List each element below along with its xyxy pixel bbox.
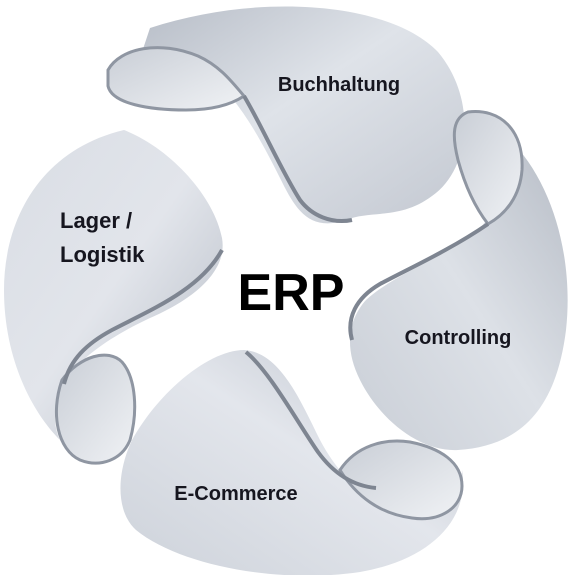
label-controlling: Controlling <box>405 327 512 349</box>
label-lager-line2: Logistik <box>60 242 145 267</box>
petal-shape-top <box>140 6 465 224</box>
petal-edge-left <box>62 249 224 385</box>
segment-ecommerce <box>120 350 464 575</box>
label-lager-line1: Lager / <box>60 208 132 233</box>
segment-buchhaltung <box>106 6 465 224</box>
petal-shape-left <box>4 130 223 440</box>
petal-edge-bottom <box>244 350 377 490</box>
petal-edge-right <box>348 222 490 341</box>
petal-curl-bottom <box>338 439 464 521</box>
center-title-erp: ERP <box>238 264 345 322</box>
segment-controlling <box>348 110 568 451</box>
petal-curl-left <box>54 353 137 465</box>
label-buchhaltung: Buchhaltung <box>278 74 400 96</box>
petal-curl-right <box>452 110 524 226</box>
petal-edge-top <box>242 94 353 223</box>
segment-lager-logistik <box>4 130 224 465</box>
label-ecommerce: E-Commerce <box>174 483 297 505</box>
petal-shape-bottom <box>120 350 463 575</box>
